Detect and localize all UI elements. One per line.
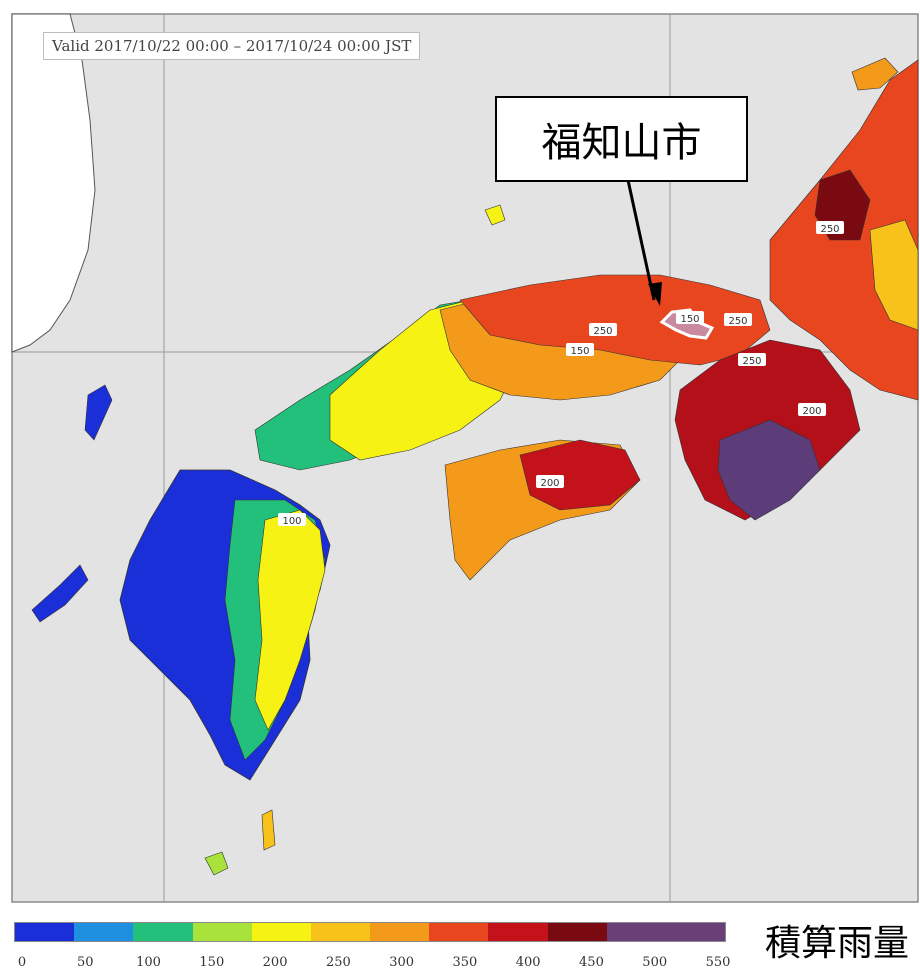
contour-label: 250	[728, 316, 747, 327]
legend-swatch	[310, 923, 371, 941]
callout-arrow-line	[626, 179, 656, 301]
contour-label: 150	[570, 346, 589, 357]
legend-tick: 500	[642, 955, 668, 970]
callout-arrow-head	[648, 282, 662, 306]
legend-swatch	[429, 923, 489, 941]
contour-label-bg	[738, 353, 766, 366]
legend-tick: 300	[389, 955, 415, 970]
contour-label-bg	[676, 311, 704, 324]
region-kinki-north-red	[459, 274, 771, 366]
legend-tick: 400	[515, 955, 541, 970]
island-tanegashima	[261, 809, 276, 851]
legend-tick: 100	[136, 955, 161, 970]
island-oki	[484, 204, 506, 226]
legend-swatch	[547, 923, 607, 941]
island-noto-tip	[851, 57, 899, 91]
region-chubu-yellow	[869, 219, 919, 331]
legend-tick: 350	[452, 955, 478, 970]
legend-color-bar	[14, 922, 726, 942]
legend-tick: 50	[76, 955, 94, 970]
island-goto	[31, 564, 89, 623]
valid-period-label: Valid 2017/10/22 00:00 – 2017/10/24 00:0…	[43, 32, 421, 60]
contour-label-bg	[278, 513, 306, 526]
legend-swatch	[370, 923, 430, 941]
contour-label: 250	[593, 326, 612, 337]
legend-tick: 0	[17, 955, 27, 970]
contour-label-bg	[566, 343, 594, 356]
legend-tick: 550	[705, 955, 731, 970]
contour-label-bg	[724, 313, 752, 326]
contour-label-bg	[589, 323, 617, 336]
city-callout-label: 福知山市	[495, 96, 748, 182]
legend-swatch	[15, 923, 75, 941]
legend-tick: 200	[262, 955, 288, 970]
legend-swatch	[192, 923, 252, 941]
contour-label: 250	[742, 356, 761, 367]
legend-tick: 250	[325, 955, 351, 970]
legend-swatch	[665, 923, 726, 941]
legend-swatch	[133, 923, 193, 941]
contour-label-bg	[798, 403, 826, 416]
legend-swatch	[74, 923, 134, 941]
legend-swatch	[606, 923, 666, 941]
region-kii-purple	[717, 419, 821, 521]
legend-tick: 150	[199, 955, 225, 970]
legend-swatch	[488, 923, 548, 941]
contour-label: 100	[282, 516, 301, 527]
island-tsushima	[84, 384, 113, 441]
region-shikoku-red	[519, 439, 641, 511]
legend-title: 積算雨量	[765, 923, 910, 964]
island-southern	[204, 851, 229, 876]
legend-tick: 450	[579, 955, 604, 970]
region-kyushu-yellow	[254, 509, 326, 731]
legend-swatch	[251, 923, 311, 941]
contour-label-bg	[536, 475, 564, 488]
contour-label: 150	[680, 314, 699, 325]
contour-label: 250	[820, 224, 839, 235]
contour-label: 200	[802, 406, 821, 417]
contour-label-bg	[816, 221, 844, 234]
contour-label-group: 250 250 250 250 200 200 150 150 100	[278, 221, 844, 527]
contour-label: 200	[540, 478, 559, 489]
